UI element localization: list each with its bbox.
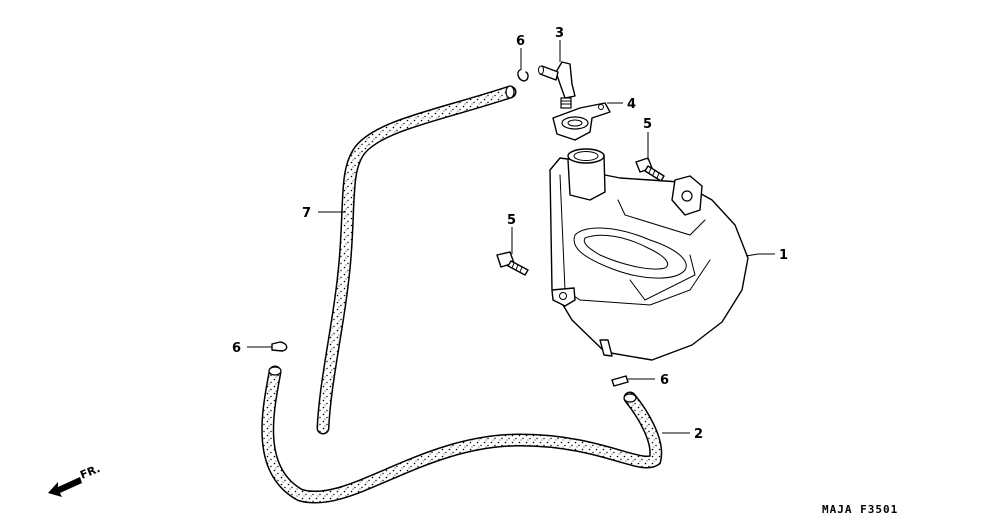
siphon-hose-lower (261, 365, 663, 504)
callout-5-lower: 5 (507, 213, 516, 228)
figure-code: MAJA F3501 (822, 503, 898, 516)
callout-6-upper: 6 (516, 34, 525, 49)
callout-3: 3 (555, 26, 564, 41)
callout-6-right: 6 (660, 373, 669, 388)
leader-lines (247, 40, 775, 434)
callout-7: 7 (302, 206, 311, 221)
hose-clip-upper (517, 69, 529, 82)
bolt-lower (496, 251, 529, 276)
callout-6-left: 6 (232, 341, 241, 356)
cap-seal (552, 102, 611, 141)
cap-fitting (538, 61, 576, 109)
front-direction-label: FR. (78, 462, 102, 482)
callout-1: 1 (779, 248, 788, 263)
hose-clip-left (271, 341, 288, 352)
callout-2: 2 (694, 427, 703, 442)
overflow-hose-upper (316, 85, 517, 435)
front-direction-arrow: FR. (48, 462, 102, 497)
callout-5-upper: 5 (643, 117, 652, 132)
callout-4: 4 (627, 97, 636, 112)
bolt-upper (635, 157, 665, 182)
hose-clip-right (611, 375, 629, 387)
reservoir-tank (549, 148, 749, 361)
